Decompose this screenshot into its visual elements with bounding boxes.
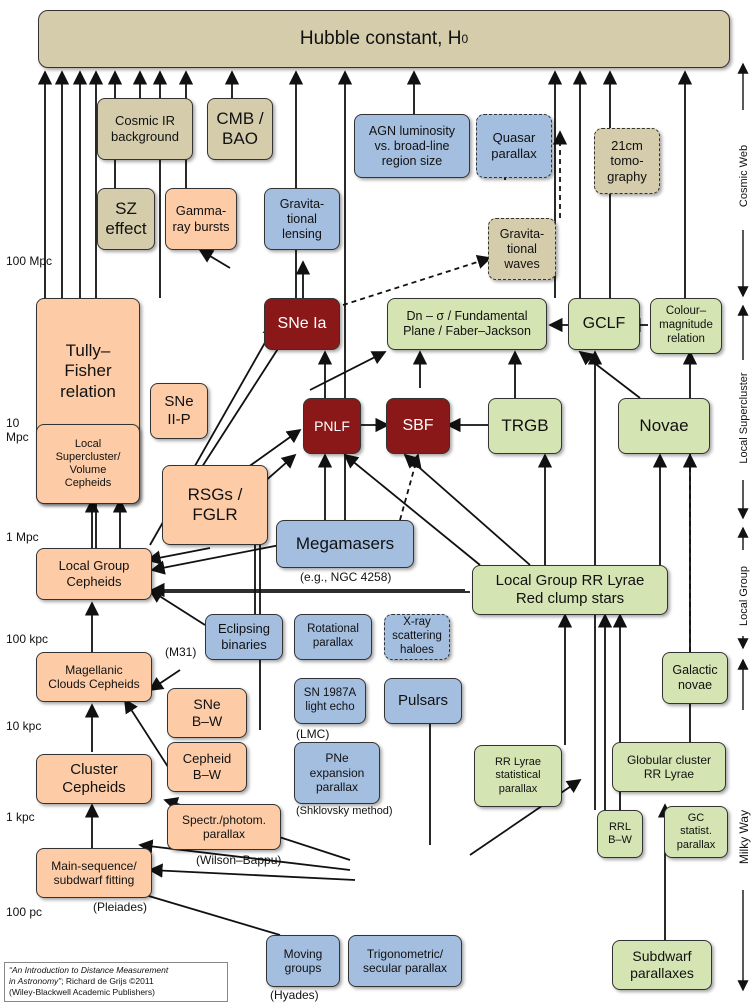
node-grav-lensing: Gravita- tional lensing xyxy=(264,188,340,250)
node-main-sequence-fitting: Main-sequence/ subdwarf fitting xyxy=(36,848,152,898)
node-gamma-ray-bursts: Gamma- ray bursts xyxy=(165,188,237,250)
node-gc-statistical: GC statist. parallax xyxy=(664,806,728,858)
scale-1-mpc: 1 Mpc xyxy=(6,530,39,544)
hubble-subscript: 0 xyxy=(461,31,469,46)
node-local-group-cepheids: Local Group Cepheids xyxy=(36,548,152,600)
region-cosmic-web: Cosmic Web xyxy=(738,144,750,208)
node-pnlf: PNLF xyxy=(303,398,361,454)
region-milky-way: Milky Way xyxy=(737,809,751,865)
hubble-title: Hubble constant, H xyxy=(299,27,462,49)
annotation-m31: (M31) xyxy=(165,645,197,659)
credit-line1: “An Introduction to Distance Measurement xyxy=(9,965,169,975)
scale-100-pc: 100 pc xyxy=(6,905,43,919)
node-gclf: GCLF xyxy=(568,298,640,350)
node-cluster-cepheids: Cluster Cepheids xyxy=(36,754,152,804)
node-cosmic-ir: Cosmic IR background xyxy=(97,98,193,160)
annotation-lmc: (LMC) xyxy=(296,727,330,741)
scale-10-mpc: 10 Mpc xyxy=(6,416,29,445)
node-sbf: SBF xyxy=(386,398,450,454)
node-megamasers: Megamasers xyxy=(276,520,414,568)
node-grav-waves: Gravita- tional waves xyxy=(488,218,556,280)
node-trigonometric-parallax: Trigonometric/ secular parallax xyxy=(348,935,462,987)
node-quasar-parallax: Quasar parallax xyxy=(476,114,552,178)
annotation-pleiades: (Pleiades) xyxy=(93,900,148,914)
scale-100-kpc: 100 kpc xyxy=(6,632,49,646)
node-subdwarf-parallaxes: Subdwarf parallaxes xyxy=(612,940,712,990)
node-sn1987a: SN 1987A light echo xyxy=(294,678,366,724)
node-rr-lyrae-statistical: RR Lyrae statistical parallax xyxy=(474,745,562,807)
node-fundamental-plane: Dn – σ / Fundamental Plane / Faber–Jacks… xyxy=(387,298,547,350)
credit-line2b: ; Richard de Grijs ©2011 xyxy=(61,976,154,987)
node-cmb-bao: CMB / BAO xyxy=(207,98,273,160)
scale-100-mpc: 100 Mpc xyxy=(6,254,53,268)
node-rotational-parallax: Rotational parallax xyxy=(294,614,372,660)
node-cepheid-bw: Cepheid B–W xyxy=(167,742,247,792)
region-local-group: Local Group xyxy=(738,566,750,626)
node-xray-haloes: X-ray scattering haloes xyxy=(384,614,450,660)
node-agn: AGN luminosity vs. broad-line region siz… xyxy=(354,114,470,178)
node-lg-rr-lyrae: Local Group RR Lyrae Red clump stars xyxy=(472,565,668,615)
node-rrl-bw: RRL B–W xyxy=(597,810,643,858)
node-local-supercluster-cepheids: Local Supercluster/ Volume Cepheids xyxy=(36,424,140,504)
annotation-shklovsky: (Shklovsky method) xyxy=(296,805,393,817)
node-21cm-tomography: 21cm tomo- graphy xyxy=(594,128,660,194)
node-rsgs-fglr: RSGs / FGLR xyxy=(162,465,268,545)
tully-fisher-label: Tully– Fisher relation xyxy=(60,341,116,401)
annotation-hyades: (Hyades) xyxy=(270,988,319,1002)
node-moving-groups: Moving groups xyxy=(266,935,340,987)
scale-1-kpc: 1 kpc xyxy=(6,810,35,824)
node-pne-expansion: PNe expansion parallax xyxy=(294,742,380,804)
node-spectr-photom-parallax: Spectr./photom. parallax xyxy=(167,804,281,850)
credit-line3: (Wiley-Blackwell Academic Publishers) xyxy=(9,987,155,998)
annotation-wilson-bappu: (Wilson–Bappu) xyxy=(196,853,282,867)
scale-10-kpc: 10 kpc xyxy=(6,719,42,733)
node-gc-rr-lyrae: Globular cluster RR Lyrae xyxy=(612,742,726,792)
node-sz-effect: SZ effect xyxy=(97,188,155,250)
node-colour-magnitude: Colour– magnitude relation xyxy=(650,298,722,354)
annotation-ngc4258: (e.g., NGC 4258) xyxy=(300,570,392,584)
node-novae: Novae xyxy=(618,398,710,454)
node-galactic-novae: Galactic novae xyxy=(662,652,728,704)
node-sne-ia: SNe Ia xyxy=(264,298,340,350)
node-sne-bw: SNe B–W xyxy=(167,688,247,738)
fp-label: Dn – σ / Fundamental Plane / Faber–Jacks… xyxy=(403,309,531,338)
node-pulsars: Pulsars xyxy=(384,678,462,724)
region-local-supercluster: Local Supercluster xyxy=(738,372,750,464)
node-sne-iip: SNe II-P xyxy=(150,383,208,439)
node-magellanic-cepheids: Magellanic Clouds Cepheids xyxy=(36,652,152,702)
node-trgb: TRGB xyxy=(488,398,562,454)
credit-box: “An Introduction to Distance Measurement… xyxy=(4,962,228,1002)
credit-line2: in Astronomy” xyxy=(9,976,62,987)
node-eclipsing-binaries: Eclipsing binaries xyxy=(205,614,283,660)
